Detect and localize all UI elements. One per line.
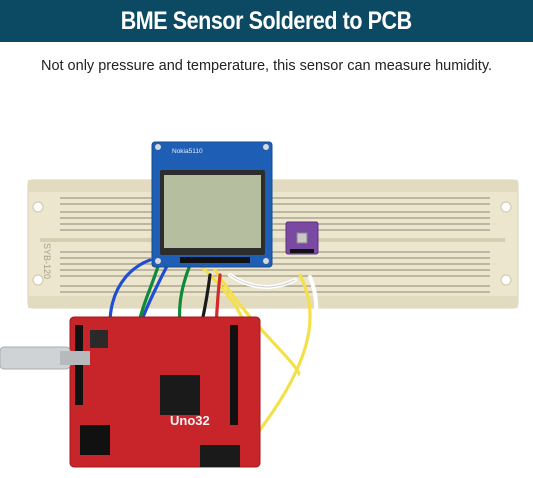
bme-sensor-board xyxy=(285,221,319,255)
lcd-label: Nokia5110 xyxy=(172,148,203,155)
lcd-module: Nokia5110 xyxy=(151,141,273,268)
product-photo: SYB-120 Nokia5110 xyxy=(0,141,519,468)
usb-cable xyxy=(0,346,90,370)
microcontroller-board: Uno32 xyxy=(69,316,261,468)
breadboard: SYB-120 xyxy=(27,179,519,309)
board-label: Uno32 xyxy=(170,413,210,428)
subtitle-text: Not only pressure and temperature, this … xyxy=(40,58,493,74)
banner-title: BME Sensor Soldered to PCB xyxy=(120,6,413,35)
title-banner: BME Sensor Soldered to PCB xyxy=(0,0,533,42)
breadboard-label: SYB-120 xyxy=(42,243,52,279)
